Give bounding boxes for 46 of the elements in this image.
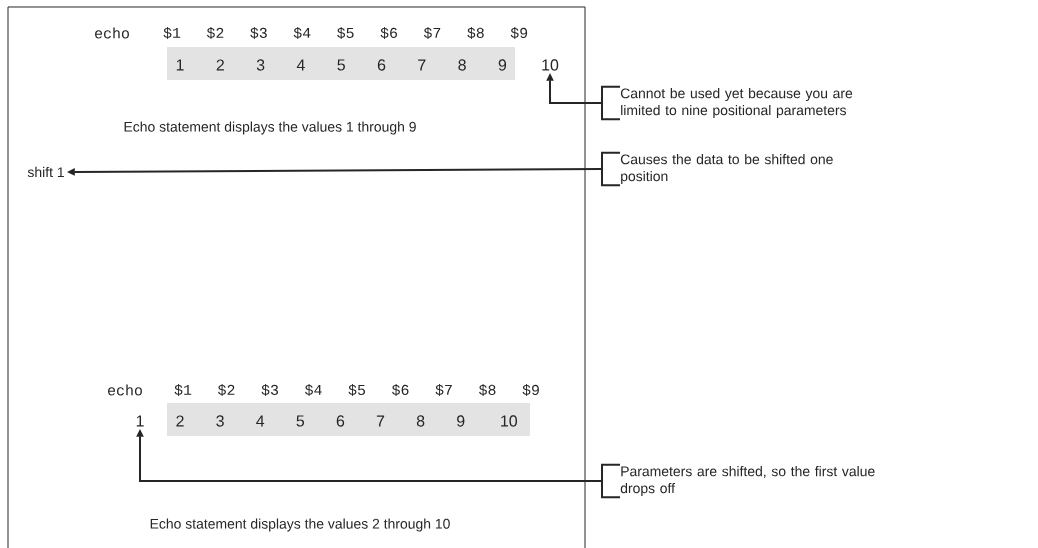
value-label: 6 — [336, 415, 345, 427]
code-text: echo — [108, 384, 142, 396]
value-label: 4 — [256, 415, 265, 427]
code-text: $8 — [479, 384, 496, 396]
code-text: $1 — [163, 27, 181, 39]
value-label: 2 — [216, 59, 224, 71]
value-label: 9 — [457, 415, 465, 427]
code-text: $6 — [380, 27, 397, 39]
callout-text: Cannot be used yet because you are limited to nine positional parameters — [601, 85, 853, 121]
code-text: $5 — [348, 384, 365, 396]
code-text: $7 — [423, 27, 441, 39]
value-label: 1 — [136, 415, 144, 427]
code-text: $9 — [510, 27, 528, 39]
code-text: $1 — [174, 384, 192, 396]
code-text: $4 — [305, 384, 322, 396]
value-label: 7 — [418, 59, 426, 71]
value-label: 9 — [498, 59, 507, 71]
code-text: $2 — [206, 27, 224, 39]
value-label: 2 — [176, 415, 184, 427]
value-label: 10 — [501, 415, 518, 427]
code-text: $9 — [522, 384, 539, 396]
code-text: $4 — [293, 27, 311, 39]
code-text: $3 — [261, 384, 278, 396]
command-text: shift 1 — [27, 166, 64, 178]
code-text: $3 — [250, 27, 267, 39]
code-text: $8 — [467, 27, 484, 39]
value-label: 4 — [296, 59, 305, 71]
callout-text: Parameters are shifted, so the first value drops off — [601, 463, 875, 499]
value-label: 6 — [377, 59, 386, 71]
code-text: $7 — [435, 384, 452, 396]
value-label: 5 — [337, 59, 345, 71]
code-text: $6 — [392, 384, 409, 396]
value-label: 3 — [216, 415, 224, 427]
value-label: 1 — [176, 59, 184, 71]
caption-text: Echo statement displays the values 1 through 9 — [124, 121, 416, 135]
code-text: $5 — [337, 27, 354, 39]
value-label: 8 — [416, 415, 425, 427]
caption-text: Echo statement displays the values 2 through 10 — [150, 518, 450, 532]
code-text: $2 — [218, 384, 235, 396]
value-label: 5 — [296, 415, 305, 427]
value-label: 8 — [458, 59, 466, 71]
value-label: 7 — [376, 415, 385, 427]
value-label: 3 — [256, 59, 265, 71]
callout-text: Causes the data to be shifted one position — [601, 151, 833, 187]
code-text: echo — [95, 27, 129, 39]
value-label: 10 — [542, 59, 559, 71]
